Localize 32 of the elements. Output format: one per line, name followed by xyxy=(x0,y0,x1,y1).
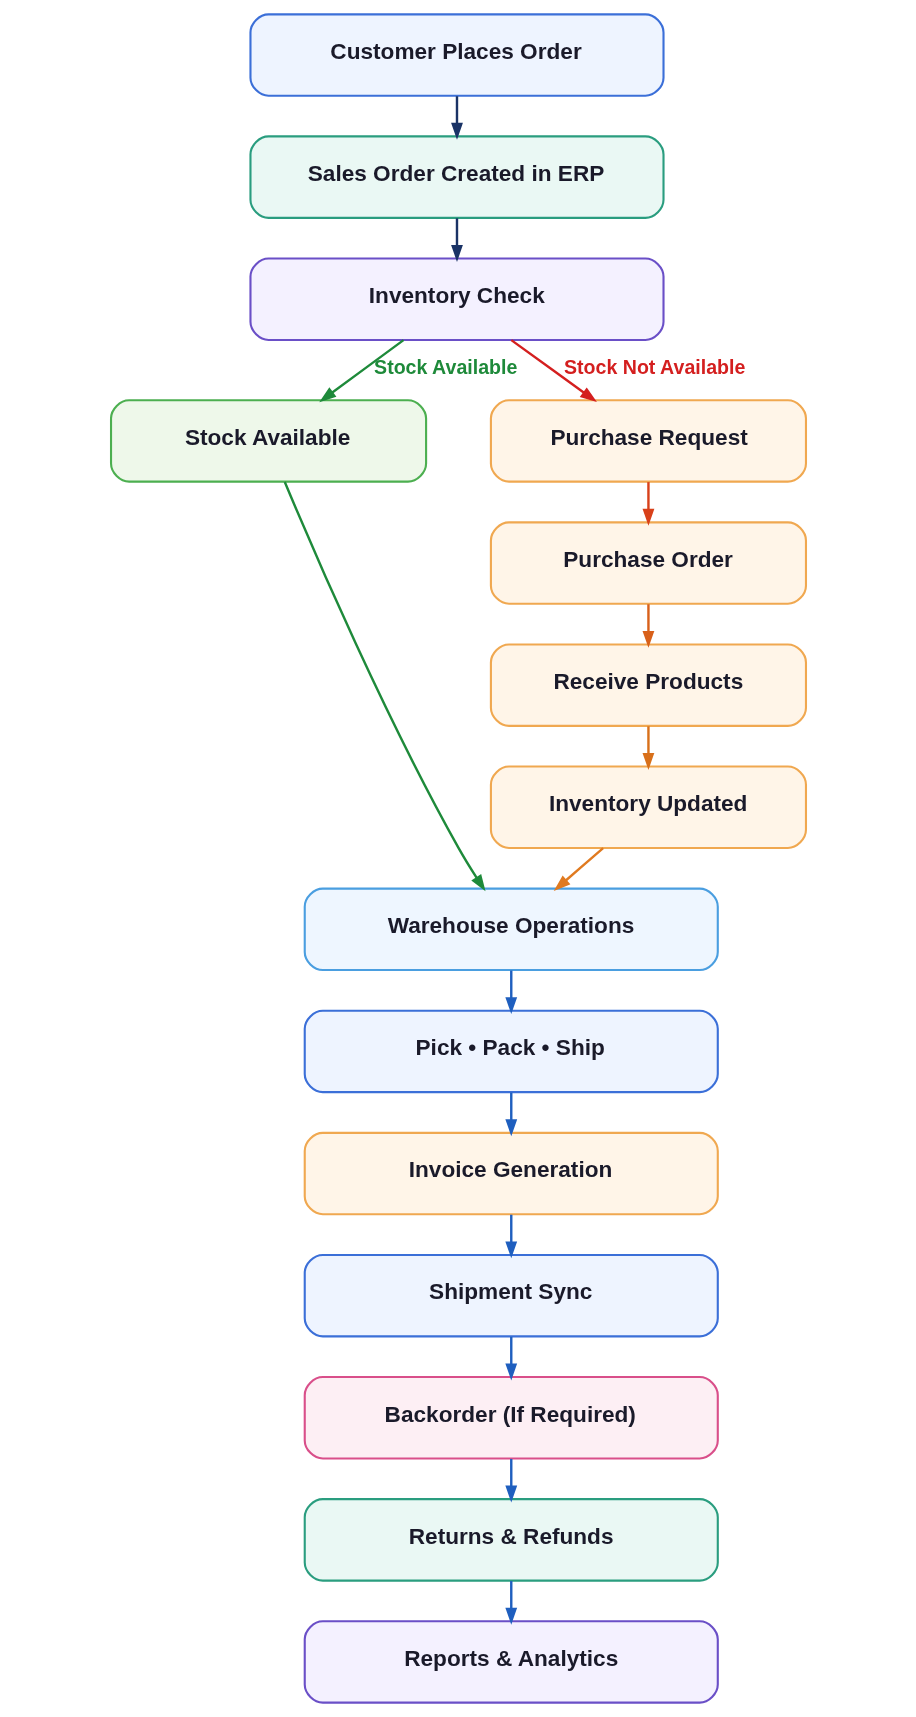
arrow xyxy=(642,482,654,526)
arrow xyxy=(504,1092,517,1137)
arrow xyxy=(510,339,597,403)
node-box: Inventory Check xyxy=(248,257,665,341)
node-box: Shipment Sync xyxy=(303,1253,719,1338)
node-box: Customer Places Order xyxy=(248,13,665,97)
arrow xyxy=(504,1581,517,1625)
node-box: Returns & Refunds xyxy=(303,1498,719,1582)
node-box: Receive Products xyxy=(489,643,807,727)
node-box: Warehouse Operations xyxy=(303,887,719,972)
arrow xyxy=(283,481,486,892)
arrow xyxy=(318,339,404,403)
arrow xyxy=(504,1458,517,1503)
arrow xyxy=(504,1214,517,1259)
node-box: Purchase Request xyxy=(489,399,807,483)
node-box: Purchase Order xyxy=(489,521,807,605)
arrow xyxy=(504,970,517,1015)
node-box: Sales Order Created in ERP xyxy=(248,135,665,219)
arrow xyxy=(642,604,654,648)
node-box: Pick • Pack • Ship xyxy=(303,1009,719,1094)
arrow xyxy=(450,218,463,262)
node-box: Invoice Generation xyxy=(303,1131,719,1216)
arrow xyxy=(450,96,463,140)
node-box: Reports & Analytics xyxy=(303,1620,719,1704)
arrow xyxy=(642,726,654,770)
node-box: Inventory Updated xyxy=(489,765,807,849)
edge-label: Stock Not Available xyxy=(563,355,745,378)
arrow xyxy=(553,847,604,891)
edge-label: Stock Available xyxy=(373,355,517,378)
arrow xyxy=(504,1336,517,1381)
node-box: Backorder (If Required) xyxy=(303,1376,719,1460)
node-box: Stock Available xyxy=(109,399,427,483)
